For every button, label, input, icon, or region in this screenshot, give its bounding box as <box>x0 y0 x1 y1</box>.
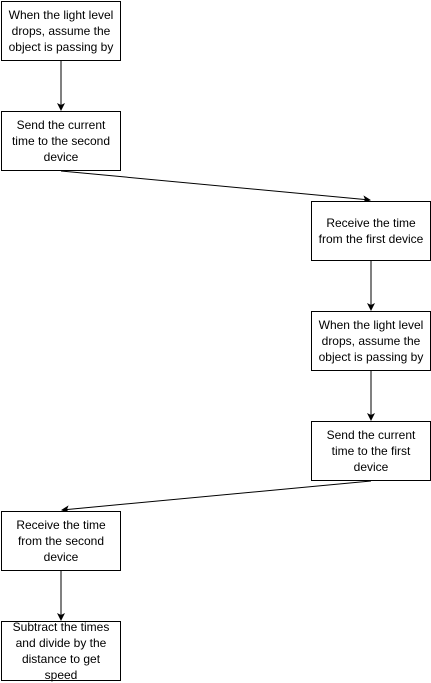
step-receive-time-from-second: Receive the time from the second device <box>1 511 121 571</box>
arrow-n2-to-n3 <box>60 170 371 204</box>
step-send-time-to-first: Send the current time to the first devic… <box>311 421 431 481</box>
step-label: When the light level drops, assume the o… <box>8 8 114 54</box>
arrow-n5-to-n6 <box>61 480 372 514</box>
step-light-drop-first: When the light level drops, assume the o… <box>1 1 121 61</box>
step-label: Send the current time to the first devic… <box>326 428 416 474</box>
step-label: Receive the time from the first device <box>318 216 424 246</box>
step-send-time-to-second: Send the current time to the second devi… <box>1 111 121 171</box>
step-compute-speed: Subtract the times and divide by the dis… <box>1 620 121 682</box>
step-label: Receive the time from the second device <box>16 518 106 564</box>
step-label: Subtract the times and divide by the dis… <box>12 620 110 682</box>
step-label: When the light level drops, assume the o… <box>318 318 424 364</box>
step-label: Send the current time to the second devi… <box>11 118 111 164</box>
step-light-drop-second: When the light level drops, assume the o… <box>311 311 431 371</box>
step-receive-time-from-first: Receive the time from the first device <box>311 201 431 261</box>
